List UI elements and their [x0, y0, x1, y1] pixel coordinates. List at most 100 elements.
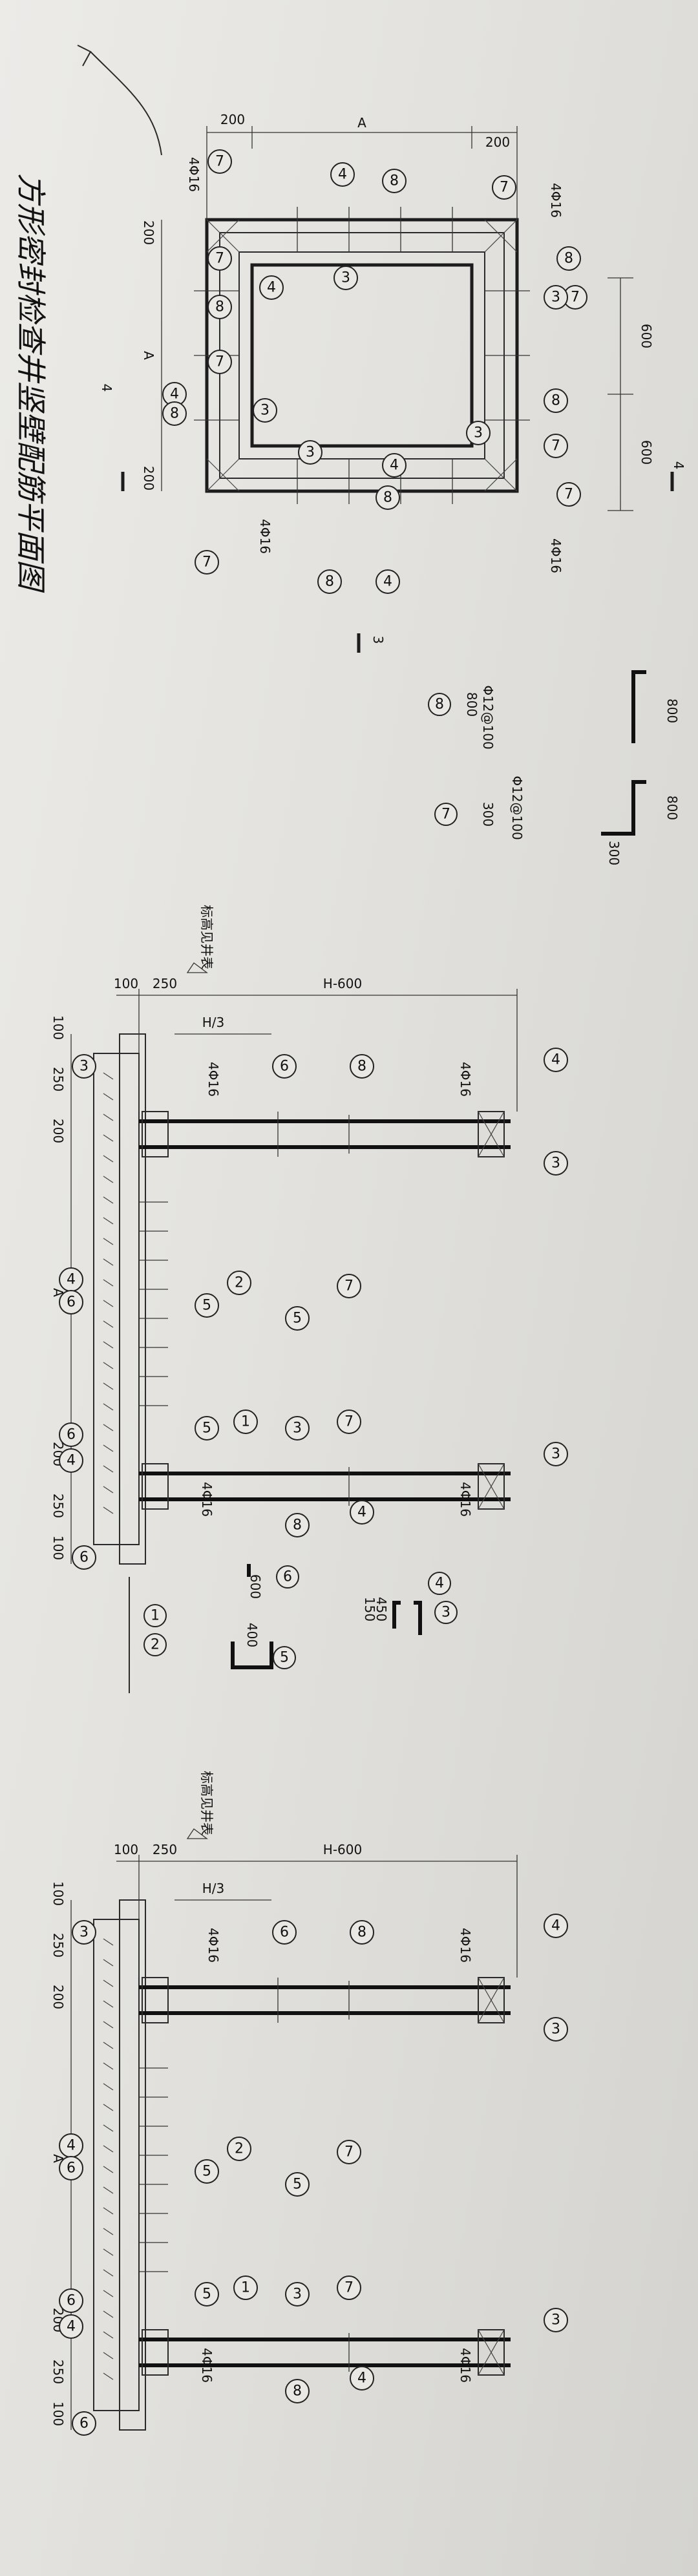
section2-callout-1-circle — [72, 1920, 96, 1945]
section1-callout-8-circle — [195, 1293, 219, 1318]
plan-callout-10: 8 — [215, 299, 224, 315]
section2-callout-7-circle — [227, 2137, 251, 2161]
section2-callout-10-circle — [285, 2172, 310, 2197]
section1-callout-15: 5 — [202, 1420, 211, 1437]
plan-callout-11: 7 — [215, 354, 224, 370]
plan-callout-25: 3 — [474, 425, 483, 441]
section1-callout-16-circle — [337, 1409, 361, 1434]
section2-callout-9-circle — [337, 2140, 361, 2164]
section1-callout-11: 3 — [551, 1156, 560, 1172]
plan-rebar-bl: 4Φ16 — [257, 519, 273, 554]
section2-callout-11: 3 — [551, 2022, 560, 2038]
section2-callout-15: 5 — [202, 2286, 211, 2303]
section1-dim-top-1: 250 — [153, 976, 177, 991]
section1-callout-14: 1 — [241, 1414, 250, 1430]
plan-callout-19: 3 — [306, 445, 315, 461]
section2-rebar-top: 4Φ16 — [206, 1928, 221, 1963]
section2-rebar-bl: 4Φ16 — [199, 2348, 215, 2383]
section1-callout-3-circle — [350, 1054, 374, 1079]
section1-callout-17: 3 — [293, 1420, 302, 1437]
section2-callout-5: 4 — [67, 2138, 76, 2154]
section1-callout-21-circle — [350, 1500, 374, 1525]
section2-callout-1: 3 — [79, 1925, 89, 1941]
section2-callout-8: 5 — [202, 2164, 211, 2180]
section1-base-dim-6: 100 — [50, 1536, 66, 1560]
bar7-leg: 300 — [606, 841, 622, 865]
section2-base-dim-0: 100 — [50, 1881, 66, 1906]
section2-base-dim-1: 250 — [50, 1933, 66, 1958]
plan-callout-16: 8 — [551, 393, 560, 409]
section1-rebar-top: 4Φ16 — [206, 1062, 221, 1097]
bar5-mark: 5 — [280, 1650, 289, 1666]
bar7-length: 800 — [664, 796, 680, 820]
plan-callout-17: 7 — [551, 438, 560, 454]
section1-callout-18: 3 — [551, 1446, 560, 1462]
section1-callout-9: 7 — [344, 1278, 354, 1294]
section2-height: H-600 — [323, 1842, 362, 1857]
section1-callout-8: 5 — [202, 1298, 211, 1314]
bar7-mark: 7 — [441, 807, 450, 823]
plan-callout-22-circle — [195, 550, 219, 575]
section1-callout-10-circle — [285, 1306, 310, 1331]
section1-callout-19-circle — [72, 1545, 96, 1570]
section1-callout-6: 6 — [67, 1294, 76, 1311]
section2-callout-9: 7 — [344, 2144, 354, 2160]
section1-callout-3: 8 — [357, 1059, 366, 1075]
section1-height: H-600 — [323, 976, 362, 991]
section2-callout-2-circle — [272, 1920, 297, 1945]
section1-callout-20-circle — [285, 1513, 310, 1537]
plan-callout-23: 8 — [325, 574, 334, 590]
section1-rebar-br: 4Φ16 — [458, 1482, 473, 1517]
section2-grade-label: 标高见井表 — [199, 1771, 215, 1835]
plan-callout-6: 7 — [215, 251, 224, 267]
section2-callout-10: 5 — [293, 2177, 302, 2193]
plan-callout-2-circle — [330, 162, 355, 187]
bar8-len-label: 800 — [464, 692, 480, 717]
section1-callout-4: 4 — [551, 1052, 560, 1068]
section2-dim-top-0: 100 — [114, 1842, 138, 1857]
section1-callout-19: 6 — [79, 1550, 89, 1566]
section1-callout-2: 6 — [280, 1059, 289, 1075]
section2-callout-3: 8 — [357, 1925, 366, 1941]
section1-callout-6-circle — [59, 1290, 83, 1314]
section1-callout-2-circle — [272, 1054, 297, 1079]
plan-rebar-tr: 4Φ16 — [548, 183, 564, 218]
plan-callout-24: 4 — [383, 574, 392, 590]
annotation-arrowhead — [77, 45, 92, 67]
section2-callout-14: 1 — [241, 2280, 250, 2296]
bar8-spec: Φ12@100 — [480, 685, 496, 749]
bar1-mark: 1 — [151, 1608, 160, 1624]
annotation-arrow — [90, 51, 162, 156]
section2-callout-12-circle — [59, 2288, 83, 2313]
plan-callout-1-circle — [207, 149, 232, 174]
bar8-mark: 8 — [435, 697, 444, 713]
section1-callout-11-circle — [544, 1151, 568, 1176]
section2-rebar-tr: 4Φ16 — [458, 1928, 473, 1963]
plan-callout-16-circle — [544, 388, 568, 413]
plan-callout-4-circle — [492, 175, 516, 200]
plan-dim-left-mid: A — [141, 351, 156, 360]
section2-rebar-br: 4Φ16 — [458, 2348, 473, 2383]
section1-base-dim-1: 250 — [50, 1067, 66, 1092]
plan-callout-21: 8 — [383, 490, 392, 506]
bar4-dim-a: 450 — [374, 1597, 389, 1621]
plan-rebar-br: 4Φ16 — [548, 538, 564, 573]
plan-callout-6-circle — [207, 246, 232, 271]
section2-callout-11-circle — [544, 2017, 568, 2042]
section2-callout-17: 3 — [293, 2286, 302, 2303]
plan-callout-18: 7 — [564, 487, 573, 503]
plan-callout-15-circle — [162, 401, 187, 426]
section1-callout-14-circle — [233, 1409, 258, 1434]
plan-callout-18-circle — [556, 482, 581, 507]
section1-callout-13: 4 — [67, 1453, 76, 1469]
section2-callout-19-circle — [72, 2411, 96, 2436]
plan-callout-5: 3 — [341, 270, 350, 286]
plan-section-mark-right: 4 — [671, 461, 686, 470]
section1-callout-15-circle — [195, 1416, 219, 1441]
plan-dim-seg-1: 600 — [639, 324, 654, 348]
section2-base-dim-5: 250 — [50, 2360, 66, 2384]
section2-callout-14-circle — [233, 2275, 258, 2300]
section1-base-dim-0: 100 — [50, 1015, 66, 1040]
